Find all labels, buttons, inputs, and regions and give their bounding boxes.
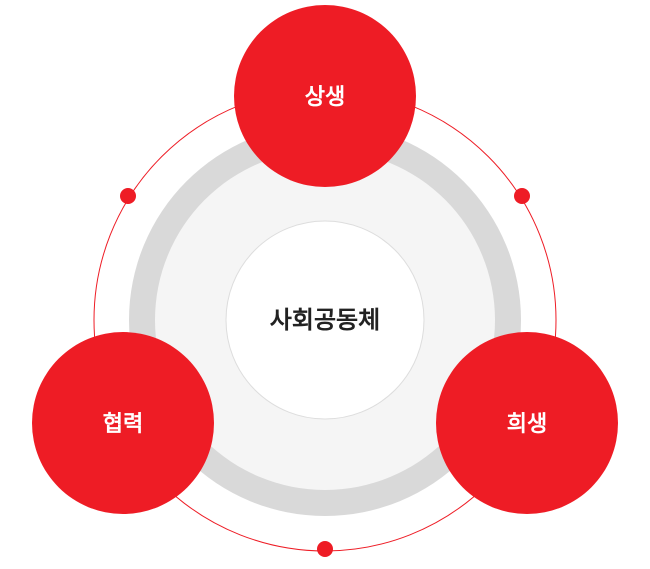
orbit-dot-upper-left [120, 188, 136, 204]
node-top-circle [234, 5, 416, 187]
node-left-circle [32, 332, 214, 514]
node-right: 희생 [436, 332, 618, 514]
node-left: 협력 [32, 332, 214, 514]
node-top-label: 상생 [305, 85, 345, 110]
center-label: 사회공동체 [270, 306, 380, 334]
node-right-label: 희생 [507, 412, 547, 437]
center-circle [225, 220, 425, 420]
node-right-circle [436, 332, 618, 514]
node-left-label: 협력 [103, 412, 143, 437]
orbit-dot-upper-right [514, 188, 530, 204]
orbit-dot-bottom [317, 541, 333, 557]
node-top: 상생 [234, 5, 416, 187]
